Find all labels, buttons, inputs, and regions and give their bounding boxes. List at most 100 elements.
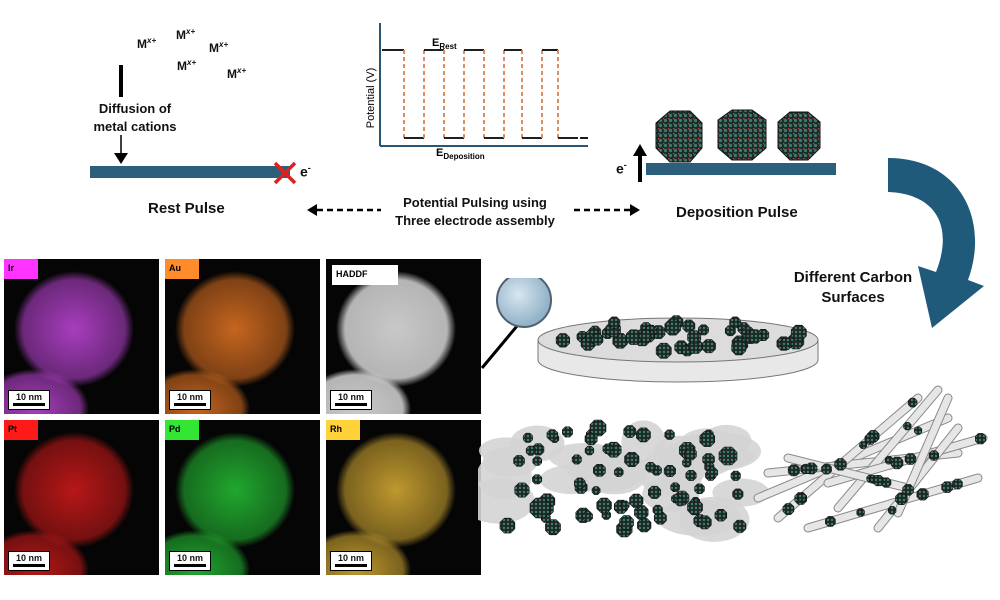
nanoparticle [707, 467, 718, 479]
nanoparticle [834, 458, 847, 471]
nanoparticle [729, 316, 741, 329]
nanoparticle [591, 333, 604, 346]
nanoparticle [532, 456, 542, 466]
nanoparticle [652, 504, 663, 515]
nanoparticle [887, 506, 897, 515]
nanoparticle [582, 511, 593, 522]
nanoparticle [747, 329, 762, 344]
nanoparticle [732, 488, 744, 500]
scale-bar: 10 nm [169, 551, 211, 571]
nanoparticle [545, 519, 561, 536]
nanoparticle [555, 333, 571, 348]
eds-map-label: Rh [326, 420, 360, 440]
eds-map-haddf: HADDF 10 nm [326, 259, 481, 414]
nanoparticle [637, 518, 652, 533]
e-rest-label: ERest [432, 37, 457, 51]
nanoparticle [653, 511, 667, 525]
cation-label: Mx+ [227, 66, 247, 81]
scale-bar: 10 nm [330, 551, 372, 571]
nanoparticle [697, 515, 712, 530]
nanoparticle [522, 432, 533, 443]
nanoparticle [891, 456, 904, 470]
cation-label: Mx+ [177, 58, 197, 73]
magnifier-icon [496, 278, 552, 328]
eds-map-pt: Pt 10 nm [4, 420, 159, 575]
nanoparticle [612, 333, 628, 349]
scale-bar: 10 nm [8, 390, 50, 410]
nanoparticle [856, 508, 865, 517]
nanoparticle [625, 329, 642, 345]
nanoparticle [714, 509, 728, 522]
nanoparticle [698, 324, 709, 336]
nanoparticle [916, 488, 929, 501]
cross-icon [273, 161, 297, 185]
scale-bar: 10 nm [8, 551, 50, 571]
electron-label: e- [300, 163, 311, 180]
nanoparticle-group [655, 109, 821, 163]
diffusion-arrow [114, 135, 128, 164]
nanoparticle [731, 340, 747, 356]
nanoparticle [902, 484, 914, 496]
eds-map-label: Pd [165, 420, 199, 440]
eds-map-label: Pt [4, 420, 38, 440]
scale-bar: 10 nm [169, 390, 211, 410]
nanoparticle [859, 441, 867, 449]
nanoparticle [780, 337, 793, 350]
nanoparticle [718, 446, 738, 466]
nanoparticle [589, 419, 607, 437]
nanoparticle [787, 464, 800, 477]
eds-map-label: Au [165, 259, 199, 279]
nanoparticle [914, 426, 923, 435]
carbon-sheet [701, 424, 752, 456]
right-dashed-arrow [574, 204, 640, 216]
nanoparticle [574, 477, 586, 490]
nanoparticle [655, 110, 703, 163]
scale-bar: 10 nm [330, 390, 372, 410]
nanoparticle [864, 433, 876, 445]
nanoparticle [777, 111, 821, 161]
nanoparticle [903, 422, 912, 431]
nanoparticle [655, 342, 672, 359]
nanoparticle [928, 450, 940, 461]
nanoparticle [619, 515, 634, 530]
nanoparticle [684, 447, 697, 461]
nanoparticle [872, 475, 884, 487]
curved-arrow [888, 158, 984, 328]
nanoparticle [645, 461, 656, 473]
nanoparticle [730, 470, 741, 481]
nanoparticle [663, 464, 676, 478]
nanoparticle [664, 429, 675, 440]
nanoparticle [596, 497, 612, 514]
eds-map-label: Ir [4, 259, 38, 279]
nanoparticle [623, 425, 637, 438]
cation-label: Mx+ [137, 36, 157, 51]
nanoparticle [514, 482, 530, 498]
eds-map-label: HADDF [332, 265, 398, 285]
nanoparticle [562, 426, 573, 438]
nanoparticle [904, 453, 917, 465]
nanoparticle [525, 445, 536, 456]
nanoparticle [529, 497, 551, 519]
nanoparticle [670, 482, 680, 493]
nanoparticle [687, 499, 703, 516]
nanoparticle [639, 329, 653, 343]
nanoparticle [701, 339, 716, 354]
cation-label: Mx+ [176, 27, 196, 42]
nanoparticle [591, 486, 601, 495]
eds-map-rh: Rh 10 nm [326, 420, 481, 575]
nanoparticle [694, 483, 705, 494]
nanoparticle [884, 456, 894, 465]
nanoparticle [648, 485, 662, 499]
nanoparticle [602, 443, 613, 454]
nanoparticle [593, 464, 606, 477]
nanoparticle [532, 474, 543, 485]
potential-plot: Potential (V) ERest EDeposition [365, 23, 588, 161]
nanoparticle [952, 478, 963, 490]
left-dashed-arrow [307, 204, 381, 216]
nanoparticle [499, 517, 516, 534]
nanoparticle [608, 316, 621, 329]
eds-map-ir: Ir 10 nm [4, 259, 159, 414]
